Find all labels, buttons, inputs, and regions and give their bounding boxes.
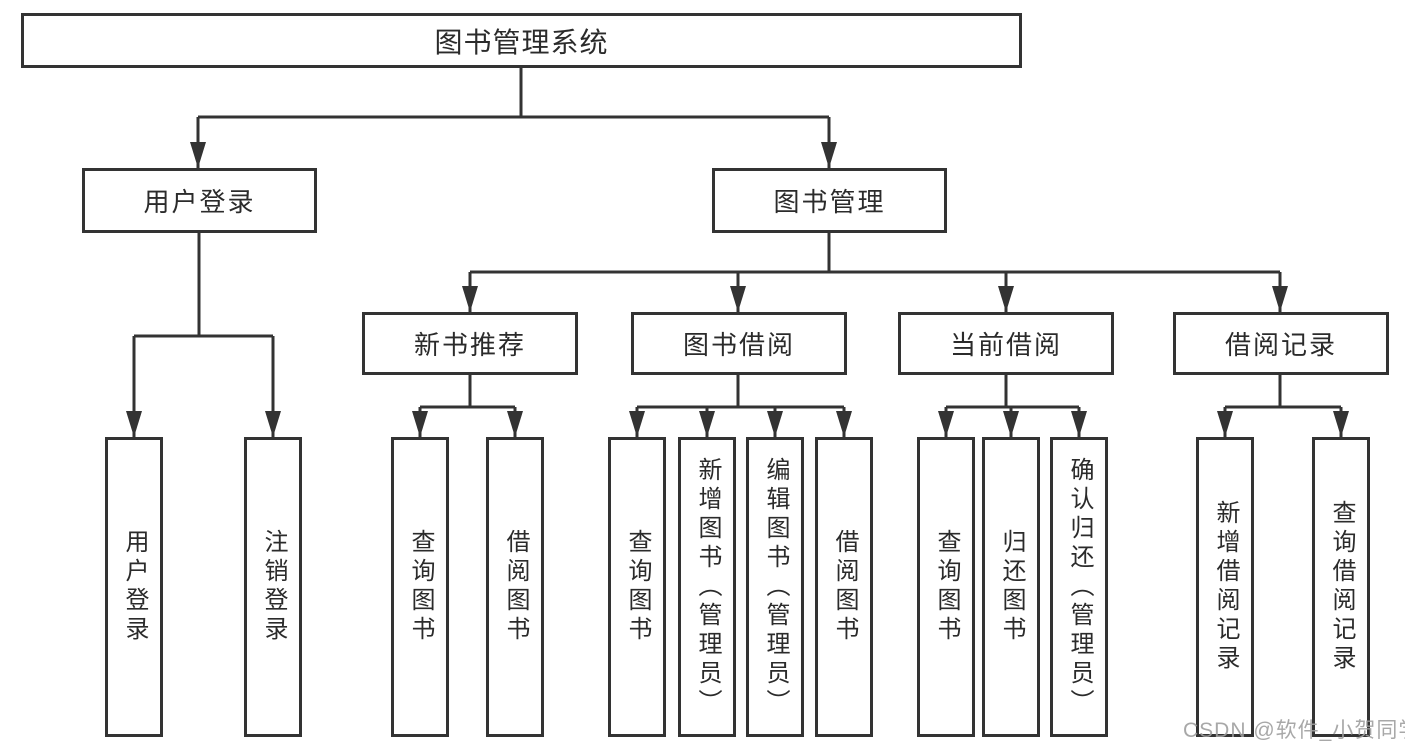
node-book-management: 图书管理 — [712, 168, 947, 233]
node-new-book-recommendation: 新书推荐 — [362, 312, 578, 375]
leaf-return-books: 归还图书 — [982, 437, 1040, 737]
leaf-logout: 注销登录 — [244, 437, 302, 737]
node-library-system: 图书管理系统 — [21, 13, 1022, 68]
leaf-borrow-books: 借阅图书 — [815, 437, 873, 737]
connector-book-mgmt — [470, 233, 1280, 274]
connector-new-rec — [420, 375, 515, 409]
connector-root — [198, 68, 829, 119]
watermark-text: CSDN @软件_小贺同学 — [1183, 719, 1405, 742]
leaf-query-books-borrow: 查询图书 — [608, 437, 666, 737]
connector-book-borrow — [637, 375, 844, 409]
leaf-user-login: 用户登录 — [105, 437, 163, 737]
leaf-query-borrow-record: 查询借阅记录 — [1312, 437, 1370, 737]
leaf-add-books-admin: 新增图书（管理员） — [678, 437, 736, 737]
leaf-confirm-return-admin: 确认归还（管理员） — [1050, 437, 1108, 737]
connector-borrow-records — [1225, 375, 1341, 409]
connector-user-login — [134, 233, 273, 338]
node-current-borrowing: 当前借阅 — [898, 312, 1114, 375]
node-user-login: 用户登录 — [82, 168, 317, 233]
node-borrowing-records: 借阅记录 — [1173, 312, 1389, 375]
leaf-borrow-books-recommend: 借阅图书 — [486, 437, 544, 737]
leaf-add-borrow-record: 新增借阅记录 — [1196, 437, 1254, 737]
leaf-edit-books-admin: 编辑图书（管理员） — [746, 437, 804, 737]
node-book-borrowing: 图书借阅 — [631, 312, 847, 375]
leaf-query-books-recommend: 查询图书 — [391, 437, 449, 737]
connector-current-borrow — [946, 375, 1079, 409]
leaf-query-books-current: 查询图书 — [917, 437, 975, 737]
